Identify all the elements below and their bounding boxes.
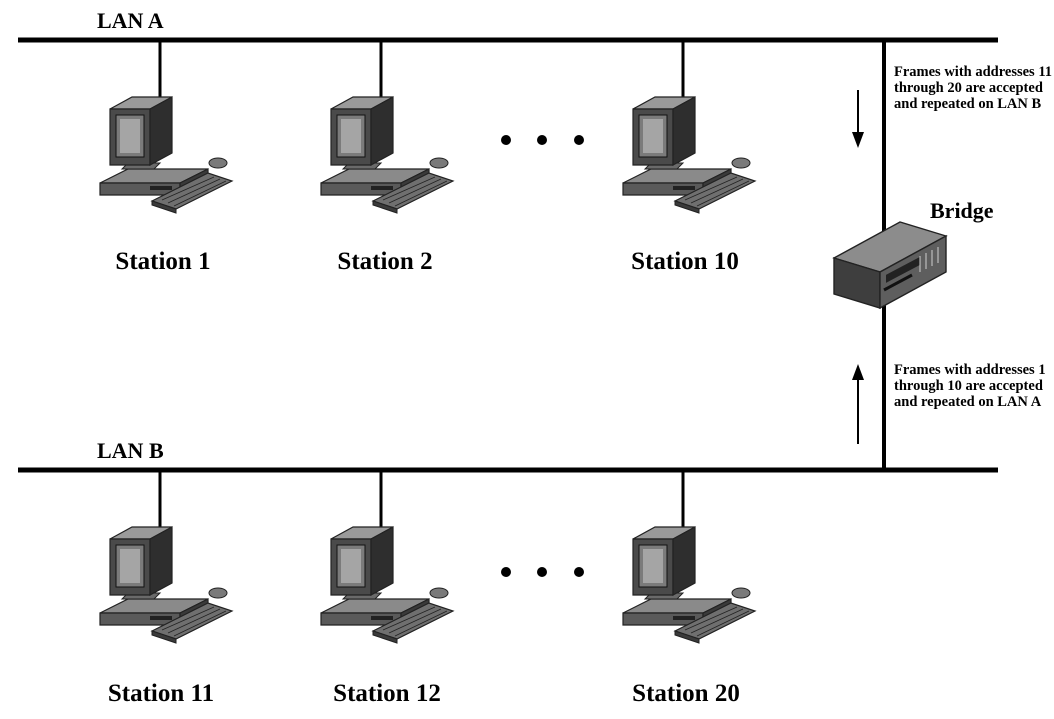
lan-a-label: LAN A [97, 8, 164, 33]
arrow-up-icon [852, 364, 864, 444]
station-label: Station 12 [333, 680, 441, 707]
station-label: Station 10 [631, 248, 739, 275]
computer-icon [320, 526, 454, 644]
station-label: Station 2 [337, 248, 433, 275]
bridge-device-icon [832, 221, 948, 310]
ellipsis-icon [501, 567, 584, 577]
station-label: Station 11 [107, 680, 215, 707]
bridge-label: Bridge [930, 198, 994, 223]
ellipsis-icon [501, 135, 584, 145]
arrow-down-icon [852, 90, 864, 148]
computer-icon [622, 526, 756, 644]
note-b-to-a: Frames with addresses 1 through 10 are a… [894, 362, 1046, 410]
computer-icon [99, 96, 233, 214]
computer-icon [320, 96, 454, 214]
station-label: Station 1 [115, 248, 211, 275]
computer-icon [99, 526, 233, 644]
note-a-to-b: Frames with addresses 11 through 20 are … [894, 64, 1053, 112]
computer-icon [622, 96, 756, 214]
lan-b-label: LAN B [97, 438, 164, 463]
station-label: Station 20 [632, 680, 740, 707]
